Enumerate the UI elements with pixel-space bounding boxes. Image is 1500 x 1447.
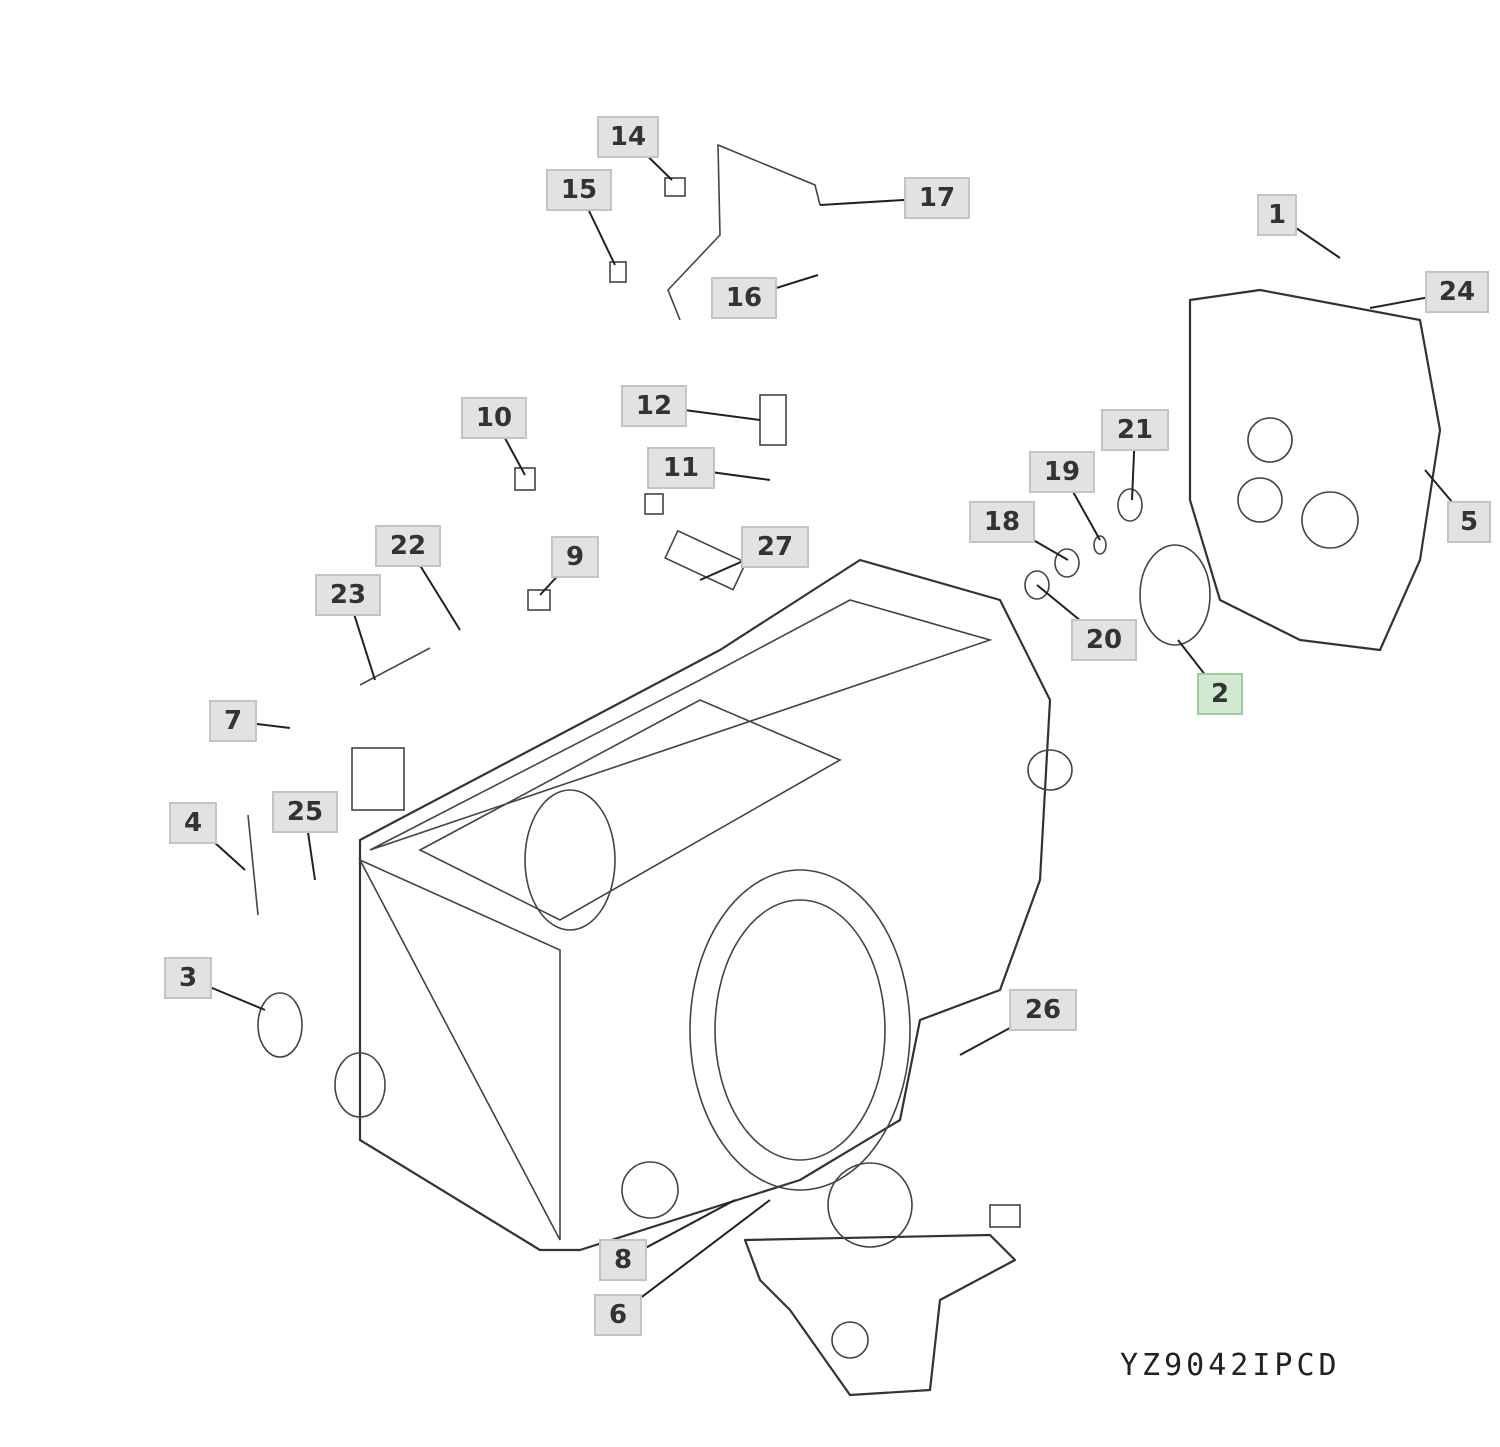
callout-box bbox=[164, 957, 212, 999]
callout-label: 21 bbox=[1117, 415, 1153, 445]
callout-18[interactable]: 18 bbox=[969, 501, 1069, 561]
callout-label: 23 bbox=[330, 580, 366, 610]
callout-20[interactable]: 20 bbox=[1036, 584, 1137, 661]
callout-label: 18 bbox=[984, 507, 1020, 537]
callout-box bbox=[546, 169, 612, 211]
callout-label: 14 bbox=[610, 122, 646, 152]
callout-box bbox=[375, 525, 441, 567]
callout-label: 7 bbox=[224, 706, 242, 736]
callout-12[interactable]: 12 bbox=[621, 385, 761, 427]
callout-box bbox=[1071, 619, 1137, 661]
callout-layer: 1 24 5 2 21 19 18 20 17 14 15 16 12 11 10 9 27 22 23 7 4 25 3 2… bbox=[164, 116, 1491, 1336]
callout-21[interactable]: 21 bbox=[1101, 409, 1169, 501]
leader-line bbox=[617, 1199, 771, 1316]
callout-26[interactable]: 26 bbox=[959, 989, 1077, 1056]
callout-4[interactable]: 4 bbox=[169, 802, 246, 871]
callout-box bbox=[599, 1239, 647, 1281]
callout-25[interactable]: 25 bbox=[272, 791, 338, 881]
callout-box bbox=[1197, 673, 1243, 715]
callout-box bbox=[209, 700, 257, 742]
callout-box bbox=[1257, 194, 1297, 236]
callout-label: 16 bbox=[726, 283, 762, 313]
callout-6[interactable]: 6 bbox=[594, 1199, 771, 1336]
callout-11[interactable]: 11 bbox=[647, 447, 771, 489]
callout-17[interactable]: 17 bbox=[819, 177, 970, 219]
callout-9[interactable]: 9 bbox=[539, 536, 599, 596]
callout-label: 6 bbox=[609, 1300, 627, 1330]
callout-label: 26 bbox=[1025, 995, 1061, 1025]
drawing-code: YZ9042IPCD bbox=[1120, 1348, 1341, 1383]
callout-box bbox=[711, 277, 777, 319]
callout-box bbox=[741, 526, 809, 568]
callout-label: 4 bbox=[184, 808, 202, 838]
callout-box bbox=[647, 447, 715, 489]
callout-2[interactable]: 2 bbox=[1177, 639, 1243, 715]
callout-box bbox=[594, 1294, 642, 1336]
callout-label: 1 bbox=[1268, 200, 1286, 230]
callout-label: 17 bbox=[919, 183, 955, 213]
callout-10[interactable]: 10 bbox=[461, 397, 527, 476]
transmission-housing bbox=[358, 558, 1073, 1252]
callout-24[interactable]: 24 bbox=[1369, 271, 1489, 313]
callout-label: 8 bbox=[614, 1245, 632, 1275]
callout-box bbox=[1447, 501, 1491, 543]
callout-19[interactable]: 19 bbox=[1029, 451, 1101, 541]
callout-label: 27 bbox=[757, 532, 793, 562]
callout-23[interactable]: 23 bbox=[315, 574, 381, 681]
callout-15[interactable]: 15 bbox=[546, 169, 616, 266]
callout-box bbox=[1029, 451, 1095, 493]
callout-box bbox=[904, 177, 970, 219]
callout-box bbox=[597, 116, 659, 158]
callout-label: 2 bbox=[1211, 679, 1229, 709]
callout-box bbox=[1009, 989, 1077, 1031]
callout-label: 9 bbox=[566, 542, 584, 572]
callout-5[interactable]: 5 bbox=[1424, 469, 1491, 543]
callout-14[interactable]: 14 bbox=[597, 116, 673, 181]
callout-16[interactable]: 16 bbox=[711, 274, 819, 319]
callout-label: 5 bbox=[1460, 507, 1478, 537]
callout-label: 25 bbox=[287, 797, 323, 827]
callout-1[interactable]: 1 bbox=[1257, 194, 1341, 259]
callout-box bbox=[551, 536, 599, 578]
callout-label: 10 bbox=[476, 403, 512, 433]
callout-box bbox=[315, 574, 381, 616]
pto-gear-assembly bbox=[743, 1162, 1021, 1397]
callout-box bbox=[272, 791, 338, 833]
callout-27[interactable]: 27 bbox=[699, 526, 809, 581]
callout-22[interactable]: 22 bbox=[375, 525, 461, 631]
rear-cover bbox=[1188, 288, 1442, 652]
callout-label: 11 bbox=[663, 453, 699, 483]
callout-label: 24 bbox=[1439, 277, 1475, 307]
callout-box bbox=[461, 397, 527, 439]
callout-8[interactable]: 8 bbox=[599, 1199, 736, 1281]
callout-label: 22 bbox=[390, 531, 426, 561]
callout-label: 3 bbox=[179, 963, 197, 993]
callout-box bbox=[1101, 409, 1169, 451]
callout-label: 19 bbox=[1044, 457, 1080, 487]
callout-7[interactable]: 7 bbox=[209, 700, 291, 742]
callout-label: 20 bbox=[1086, 625, 1122, 655]
callout-label: 12 bbox=[636, 391, 672, 421]
callout-box bbox=[1425, 271, 1489, 313]
small-parts bbox=[247, 143, 1211, 1118]
callout-box bbox=[169, 802, 217, 844]
callout-box bbox=[621, 385, 687, 427]
callout-label: 15 bbox=[561, 175, 597, 205]
callout-box bbox=[969, 501, 1035, 543]
callout-3[interactable]: 3 bbox=[164, 957, 266, 1011]
